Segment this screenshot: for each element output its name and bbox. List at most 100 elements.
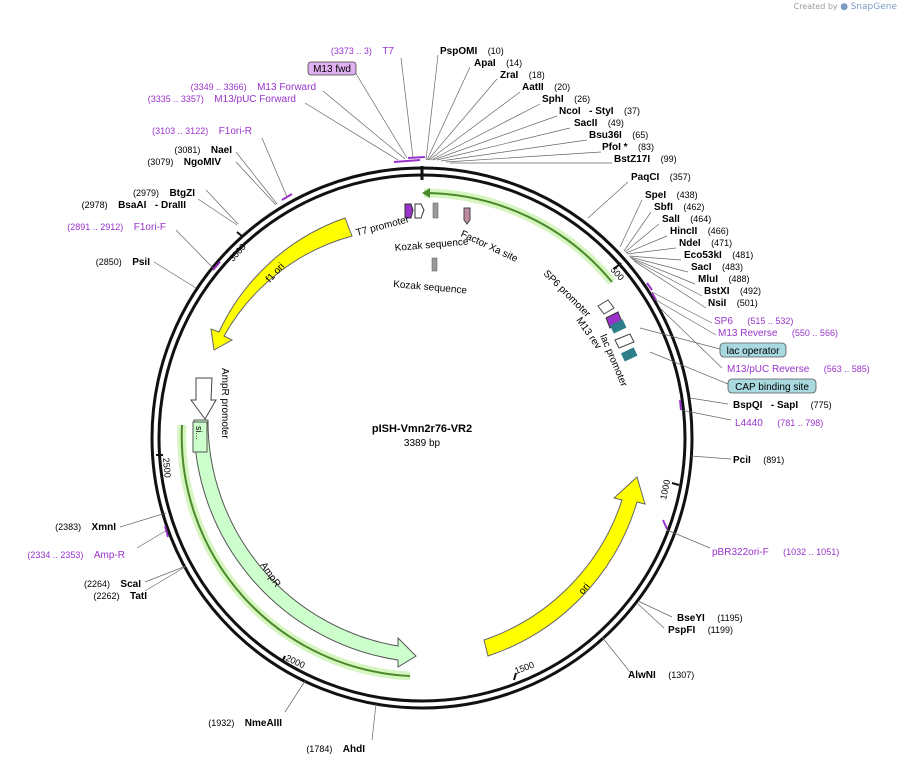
signal-sequence-box <box>192 421 208 453</box>
enzyme-name: PfoI * <box>602 142 628 153</box>
mcs-arrowhead <box>422 188 430 198</box>
enzyme-position: (1199) <box>708 625 733 635</box>
enzyme-name: SalI <box>662 214 680 225</box>
svg-text:NcoI - StyI (37): NcoI - StyI (37) <box>559 101 640 118</box>
svg-text:(2979) BtgZI: (2979) BtgZI <box>133 183 195 200</box>
svg-text:pBR322ori-F (1032 .. 1051): pBR322ori-F (1032 .. 1051) <box>712 542 839 559</box>
enzyme-labels: PspOMI (10) ApaI (14) ZraI (18) AatII (2… <box>55 46 832 755</box>
enzyme-name: PsiI <box>132 257 150 268</box>
enzyme-position: (83) <box>638 142 654 152</box>
enzyme-name: NsiI <box>708 298 727 309</box>
cap-site-label: CAP binding site <box>735 382 809 393</box>
svg-text:(3373 .. 3) T7: (3373 .. 3) T7 <box>331 41 395 58</box>
cap-site-marker <box>620 347 638 362</box>
svg-text:M13 Reverse (550 .. 566): M13 Reverse (550 .. 566) <box>718 323 838 340</box>
enzyme-position: (2979) <box>133 188 159 198</box>
enzyme-position: (492) <box>740 286 761 296</box>
primer-name: M13/pUC Forward <box>214 94 296 105</box>
cap-site-box <box>727 378 817 394</box>
enzyme-position: (357) <box>670 172 691 182</box>
primer-name: M13 Reverse <box>718 328 778 339</box>
sp6-promoter-marker <box>597 299 615 315</box>
svg-text:(1932) NmeAIII: (1932) NmeAIII <box>208 713 282 730</box>
t7-promoter-label: T7 promoter <box>355 214 411 239</box>
svg-text:(2850) PsiI: (2850) PsiI <box>96 252 150 269</box>
svg-text:(2264) ScaI: (2264) ScaI <box>84 574 141 591</box>
svg-text:SacII (49): SacII (49) <box>574 113 624 130</box>
m13-fwd-box <box>307 61 357 76</box>
primer-position: (3349 .. 3366) <box>191 82 247 92</box>
enzyme-position: (2383) <box>55 522 81 532</box>
enzyme-position: (49) <box>608 118 624 128</box>
svg-text:BspQI - SapI (775): BspQI - SapI (775) <box>733 395 832 412</box>
svg-text:BseYI (1195): BseYI (1195) <box>677 608 743 625</box>
svg-text:MluI (488): MluI (488) <box>698 269 749 286</box>
svg-text:SP6 (515 .. 532): SP6 (515 .. 532) <box>714 311 793 328</box>
snapgene-credit: Created by ● SnapGene <box>794 2 897 12</box>
m13-rev-label: M13 rev <box>574 315 604 351</box>
enzyme-name: AhdI <box>343 744 365 755</box>
enzyme-name: AatII <box>522 82 544 93</box>
enzyme-name-extra: - StyI <box>589 106 614 117</box>
svg-text:Eco53kI (481): Eco53kI (481) <box>684 245 753 262</box>
enzyme-name: PspOMI <box>440 46 477 57</box>
kozak-marker-3 <box>431 257 438 272</box>
enzyme-position: (1784) <box>306 744 332 754</box>
tick-label: 1500 <box>513 660 535 676</box>
primer-position: (2334 .. 2353) <box>27 550 83 560</box>
svg-text:NdeI (471): NdeI (471) <box>679 233 732 250</box>
primer-name: M13 Forward <box>257 82 316 93</box>
enzyme-position: (1932) <box>208 718 234 728</box>
svg-text:AatII (20): AatII (20) <box>522 77 570 94</box>
enzyme-name: SacII <box>574 118 598 129</box>
enzyme-position: (2264) <box>84 579 110 589</box>
kozak-label-1: Kozak sequence <box>394 237 469 254</box>
enzyme-position: (464) <box>690 214 711 224</box>
svg-text:(3081) NaeI: (3081) NaeI <box>174 140 232 157</box>
enzyme-position: (466) <box>708 226 729 236</box>
tick-label: 2500 <box>161 457 173 478</box>
factor-xa-marker <box>463 207 471 225</box>
enzyme-name: PciI <box>733 455 751 466</box>
enzyme-name: BseYI <box>677 613 705 624</box>
enzyme-name: BstXI <box>704 286 730 297</box>
credit-brand: SnapGene <box>850 2 897 12</box>
svg-text:(3335 .. 3357) M13/pUC Forward: (3335 .. 3357) M13/pUC Forward <box>148 89 296 106</box>
svg-text:ApaI (14): ApaI (14) <box>474 53 522 70</box>
enzyme-name: ScaI <box>120 579 141 590</box>
enzyme-position: (483) <box>722 262 743 272</box>
primer-position: (2891 .. 2912) <box>67 222 123 232</box>
svg-text:PspFI (1199): PspFI (1199) <box>668 620 733 637</box>
primer-position: (550 .. 566) <box>792 328 838 338</box>
ampr-promoter-arrow <box>190 377 217 420</box>
enzyme-position: (488) <box>728 274 749 284</box>
enzyme-position: (438) <box>677 190 698 200</box>
svg-text:NsiI (501): NsiI (501) <box>708 293 758 310</box>
svg-text:SalI (464): SalI (464) <box>662 209 711 226</box>
primer-name: Amp-R <box>94 550 125 561</box>
enzyme-name: NmeAIII <box>245 718 282 729</box>
leader-lines <box>119 54 732 741</box>
ampr-arc <box>180 424 411 677</box>
scale-ticks: 500 1000 1500 2000 2500 3000 <box>156 231 680 681</box>
svg-text:(2383) XmnI: (2383) XmnI <box>55 517 116 534</box>
enzyme-position: (3079) <box>147 157 173 167</box>
primer-position: (515 .. 532) <box>747 316 793 326</box>
enzyme-name: MluI <box>698 274 718 285</box>
lac-operator-box <box>719 342 787 358</box>
primer-position: (781 .. 798) <box>777 418 823 428</box>
enzyme-name: NdeI <box>679 238 701 249</box>
svg-text:(3349 .. 3366) M13 Forward: (3349 .. 3366) M13 Forward <box>191 77 316 94</box>
enzyme-position: (2978) <box>82 200 108 210</box>
enzyme-name: HincII <box>670 226 697 237</box>
primer-name: M13/pUC Reverse <box>727 364 810 375</box>
primer-position: (563 .. 585) <box>824 364 870 374</box>
enzyme-name: Bsu36I <box>589 130 622 141</box>
svg-text:M13/pUC Reverse (563 .. 585): M13/pUC Reverse (563 .. 585) <box>727 359 870 376</box>
enzyme-name: XmnI <box>92 522 117 533</box>
svg-text:AlwNI (1307): AlwNI (1307) <box>628 665 694 682</box>
svg-text:(3103 .. 3122) F1ori-R: (3103 .. 3122) F1ori-R <box>152 121 252 138</box>
mcs-arc <box>423 192 613 283</box>
enzyme-position: (471) <box>711 238 732 248</box>
kozak-marker-2 <box>432 202 439 219</box>
